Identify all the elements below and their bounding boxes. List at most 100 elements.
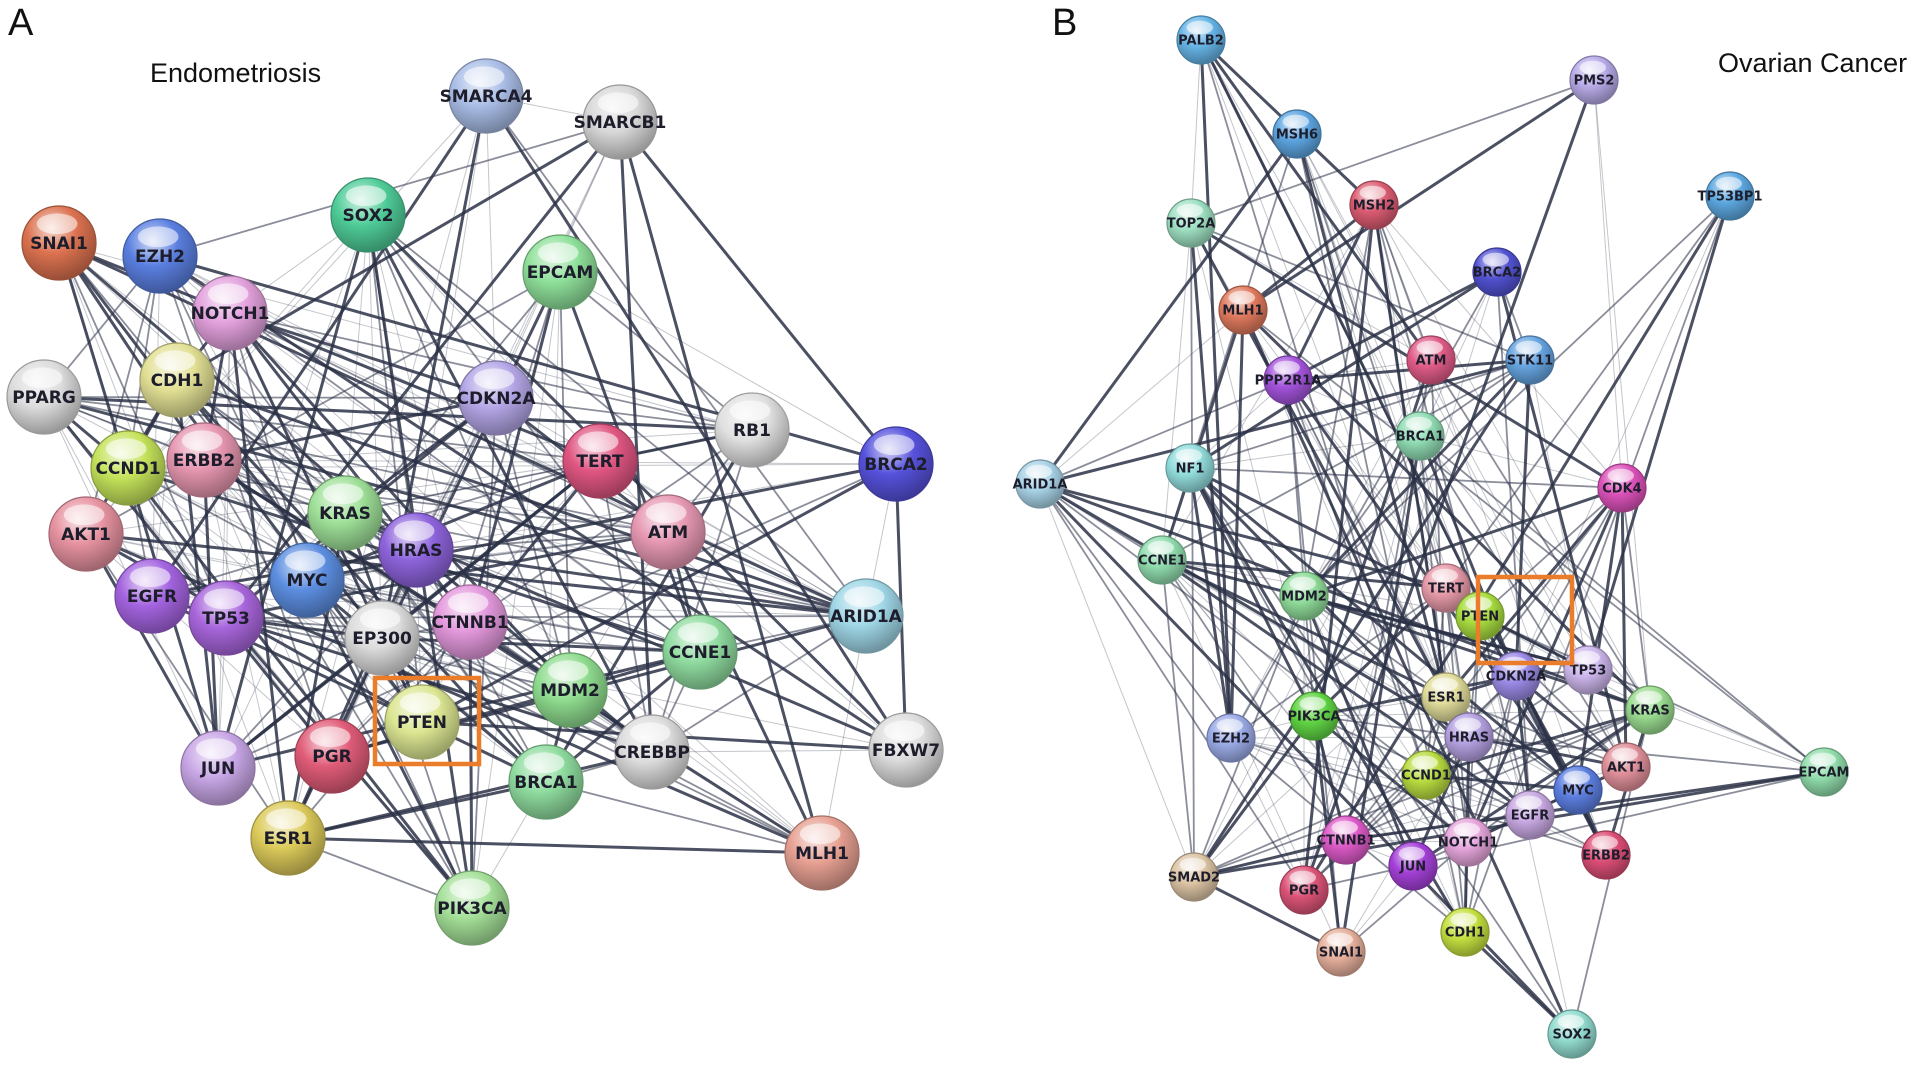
edge xyxy=(1649,709,1825,773)
node-label: HRAS xyxy=(390,541,443,561)
gene-node-snai1[interactable]: SNAI1 xyxy=(21,205,97,281)
gene-node-pik3ca[interactable]: PIK3CA xyxy=(434,870,510,946)
gene-node-erbb2[interactable]: ERBB2 xyxy=(1581,830,1631,880)
gene-node-crebbp[interactable]: CREBBP xyxy=(614,714,690,790)
gene-node-notch1[interactable]: NOTCH1 xyxy=(191,275,270,351)
edge xyxy=(1373,204,1651,711)
gene-node-epcam[interactable]: EPCAM xyxy=(1799,747,1850,797)
gene-node-jun[interactable]: JUN xyxy=(1388,841,1438,891)
node-label: PPP2R1A xyxy=(1255,374,1322,389)
gene-node-ezh2[interactable]: EZH2 xyxy=(1206,713,1256,763)
gene-node-kras[interactable]: KRAS xyxy=(307,475,383,551)
gene-node-pparg[interactable]: PPARG xyxy=(6,359,82,435)
gene-node-ccnd1[interactable]: CCND1 xyxy=(1401,750,1451,800)
gene-node-sox2[interactable]: SOX2 xyxy=(1547,1009,1597,1059)
gene-node-esr1[interactable]: ESR1 xyxy=(1421,672,1471,722)
gene-node-stk11[interactable]: STK11 xyxy=(1505,335,1555,385)
edge xyxy=(159,255,867,617)
gene-node-tert[interactable]: TERT xyxy=(562,423,638,499)
gene-node-cdk4[interactable]: CDK4 xyxy=(1597,463,1647,513)
gene-node-epcam[interactable]: EPCAM xyxy=(522,234,598,310)
gene-node-tp53[interactable]: TP53 xyxy=(1563,645,1613,695)
gene-node-fbxw7[interactable]: FBXW7 xyxy=(868,712,944,788)
node-label: EPCAM xyxy=(527,263,594,283)
edge xyxy=(1467,735,1628,769)
gene-node-rb1[interactable]: RB1 xyxy=(714,392,790,468)
gene-node-brca1[interactable]: BRCA1 xyxy=(508,744,584,820)
gene-node-top2a[interactable]: TOP2A xyxy=(1166,198,1216,248)
gene-node-pms2[interactable]: PMS2 xyxy=(1569,55,1619,105)
gene-node-myc[interactable]: MYC xyxy=(1553,765,1603,815)
gene-node-smad2[interactable]: SMAD2 xyxy=(1168,852,1220,902)
gene-node-ezh2[interactable]: EZH2 xyxy=(122,218,198,294)
edge xyxy=(43,396,669,533)
panel-a: A Endometriosis SMARCA4SMARCB1SOX2SNAI1E… xyxy=(6,2,944,946)
gene-node-egfr[interactable]: EGFR xyxy=(1505,790,1555,840)
gene-node-tp53[interactable]: TP53 xyxy=(188,580,264,656)
gene-node-arid1a[interactable]: ARID1A xyxy=(828,578,904,654)
gene-node-pten[interactable]: PTEN xyxy=(384,684,460,760)
gene-node-hras[interactable]: HRAS xyxy=(378,512,454,588)
gene-node-brca2[interactable]: BRCA2 xyxy=(858,426,934,502)
gene-node-ccnd1[interactable]: CCND1 xyxy=(90,430,166,506)
gene-node-brca2[interactable]: BRCA2 xyxy=(1472,247,1522,297)
gene-node-mlh1[interactable]: MLH1 xyxy=(784,815,860,891)
edge xyxy=(1188,466,1233,740)
gene-node-ep300[interactable]: EP300 xyxy=(344,600,420,676)
gene-node-ppp2r1a[interactable]: PPP2R1A xyxy=(1255,355,1322,405)
gene-node-msh6[interactable]: MSH6 xyxy=(1272,109,1322,159)
gene-node-pik3ca[interactable]: PIK3CA xyxy=(1287,691,1341,741)
gene-node-palb2[interactable]: PALB2 xyxy=(1176,15,1226,65)
edge xyxy=(225,615,867,619)
gene-node-smarcb1[interactable]: SMARCB1 xyxy=(574,84,667,160)
gene-node-ccne1[interactable]: CCNE1 xyxy=(662,614,738,690)
edge xyxy=(43,396,497,399)
gene-node-cdh1[interactable]: CDH1 xyxy=(1440,907,1490,957)
gene-node-esr1[interactable]: ESR1 xyxy=(250,800,326,876)
gene-node-smarca4[interactable]: SMARCA4 xyxy=(440,58,533,134)
gene-node-kras[interactable]: KRAS xyxy=(1625,685,1675,735)
gene-node-snai1[interactable]: SNAI1 xyxy=(1316,927,1366,977)
gene-node-nf1[interactable]: NF1 xyxy=(1165,443,1215,493)
edge xyxy=(1230,359,1432,739)
node-label: CCNE1 xyxy=(669,643,732,663)
edge xyxy=(203,459,669,533)
gene-node-tp53bp1[interactable]: TP53BP1 xyxy=(1698,171,1763,221)
gene-node-cdkn2a[interactable]: CDKN2A xyxy=(457,360,537,436)
gene-node-brca1[interactable]: BRCA1 xyxy=(1395,411,1445,461)
node-label: EP300 xyxy=(352,629,412,649)
node-gloss xyxy=(181,430,223,452)
gene-node-pgr[interactable]: PGR xyxy=(294,718,370,794)
gene-node-cdh1[interactable]: CDH1 xyxy=(139,342,215,418)
gene-node-pgr[interactable]: PGR xyxy=(1279,865,1329,915)
gene-node-jun[interactable]: JUN xyxy=(180,730,256,806)
gene-node-notch1[interactable]: NOTCH1 xyxy=(1438,817,1498,867)
gene-node-akt1[interactable]: AKT1 xyxy=(1601,742,1651,792)
gene-node-msh2[interactable]: MSH2 xyxy=(1349,180,1399,230)
node-label: CDK4 xyxy=(1602,482,1641,497)
gene-node-ccne1[interactable]: CCNE1 xyxy=(1137,535,1187,585)
edge xyxy=(1192,838,1348,879)
gene-node-atm[interactable]: ATM xyxy=(1406,335,1456,385)
gene-node-tert[interactable]: TERT xyxy=(1421,563,1471,613)
gene-node-mdm2[interactable]: MDM2 xyxy=(1279,571,1329,621)
node-label: KRAS xyxy=(1630,704,1670,719)
gene-node-egfr[interactable]: EGFR xyxy=(114,558,190,634)
gene-node-mdm2[interactable]: MDM2 xyxy=(532,652,608,728)
gene-node-sox2[interactable]: SOX2 xyxy=(330,177,406,253)
gene-node-ctnnb1[interactable]: CTNNB1 xyxy=(1316,815,1376,865)
gene-node-arid1a[interactable]: ARID1A xyxy=(1013,459,1068,509)
gene-node-ctnnb1[interactable]: CTNNB1 xyxy=(431,584,509,660)
gene-node-hras[interactable]: HRAS xyxy=(1444,712,1494,762)
gene-node-atm[interactable]: ATM xyxy=(630,494,706,570)
node-gloss xyxy=(1416,340,1444,355)
highlight-box-pten xyxy=(1475,574,1575,666)
gene-node-myc[interactable]: MYC xyxy=(269,542,345,618)
node-label: KRAS xyxy=(319,504,371,524)
panel-b-letter: B xyxy=(1052,2,1077,44)
gene-node-mlh1[interactable]: MLH1 xyxy=(1218,285,1268,335)
node-gloss xyxy=(284,550,326,572)
gene-node-erbb2[interactable]: ERBB2 xyxy=(166,422,242,498)
gene-node-akt1[interactable]: AKT1 xyxy=(48,496,124,572)
